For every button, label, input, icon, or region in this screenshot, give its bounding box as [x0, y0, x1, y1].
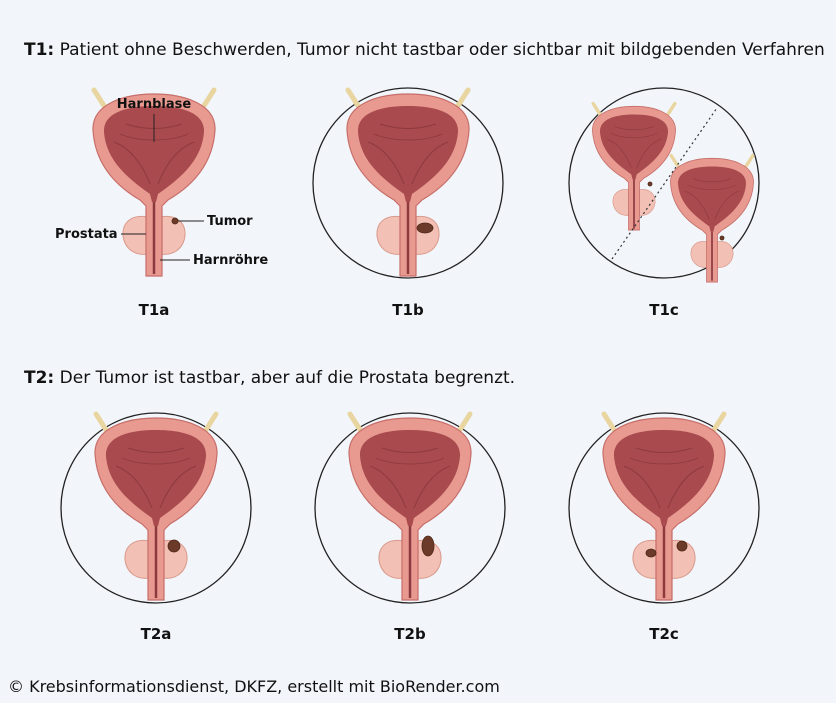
- frame-t2a: [60, 412, 252, 604]
- tumor-t1a: [171, 217, 179, 225]
- tumor-t2c-left: [645, 548, 657, 558]
- label-tumor: Tumor: [207, 214, 253, 229]
- credit-line: © Krebsinformationsdienst, DKFZ, erstell…: [8, 677, 500, 696]
- tumor-t1c-b: [719, 235, 725, 241]
- frame-t2c: [568, 412, 760, 604]
- tumor-t1c-a: [647, 181, 653, 187]
- stage-label-t1c: T1c: [649, 301, 679, 319]
- label-harnblase: Harnblase: [117, 97, 192, 112]
- organ-t2b: [349, 414, 471, 600]
- label-prostata: Prostata: [55, 227, 118, 242]
- organ-t1c-a: [590, 101, 678, 232]
- organ-t2c: [603, 414, 725, 600]
- stage-label-t2b: T2b: [394, 625, 426, 643]
- tumor-t2b: [421, 535, 435, 557]
- frame-t2b: [314, 412, 506, 604]
- divider-t1c: [611, 107, 718, 260]
- stage-label-t1b: T1b: [392, 301, 424, 319]
- frame-t1c: [568, 87, 760, 279]
- frame-t1b: [312, 87, 504, 279]
- t1-description: Patient ohne Beschwerden, Tumor nicht ta…: [54, 40, 825, 60]
- organ-t2a: [95, 414, 217, 600]
- organ-t1c-b: [668, 153, 756, 284]
- tumor-t2c-right: [676, 540, 688, 552]
- organ-t1b: [347, 90, 469, 276]
- label-harnroehre: Harnröhre: [193, 253, 268, 268]
- tumor-t2a: [167, 539, 181, 553]
- t1-heading: T1: Patient ohne Beschwerden, Tumor nich…: [24, 40, 825, 60]
- t2-prefix: T2:: [24, 368, 55, 388]
- stage-label-t2a: T2a: [141, 625, 172, 643]
- t2-description: Der Tumor ist tastbar, aber auf die Pros…: [54, 368, 516, 388]
- t2-heading: T2: Der Tumor ist tastbar, aber auf die …: [24, 368, 515, 388]
- tumor-t1b: [416, 222, 434, 234]
- stage-label-t2c: T2c: [649, 625, 679, 643]
- stage-label-t1a: T1a: [139, 301, 170, 319]
- t1-prefix: T1:: [24, 40, 55, 60]
